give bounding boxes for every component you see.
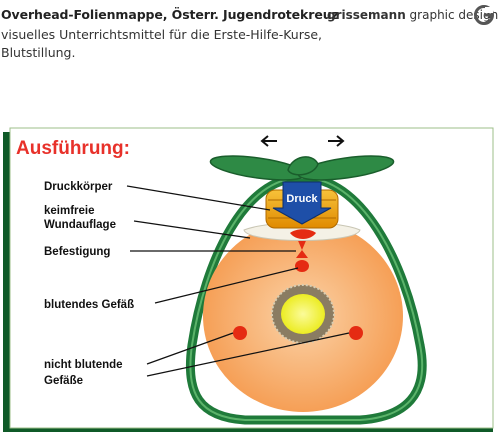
press-label: Druck xyxy=(286,193,318,205)
bone-cross-section xyxy=(271,284,335,344)
bleeding-vessel xyxy=(295,236,309,272)
label-non-bleeding-line2: Gefäße xyxy=(44,375,83,387)
non-bleeding-vessel-left xyxy=(233,326,247,340)
page-subtitle-line1: visuelles Unterrichtsmittel für die Erst… xyxy=(1,27,323,42)
label-non-bleeding-line1: nicht blutende xyxy=(44,359,123,371)
page-subtitle-line2: Blutstillung. xyxy=(1,45,76,60)
arrow-right-icon xyxy=(328,135,345,147)
non-bleeding-vessel-right xyxy=(349,326,363,340)
page-header: Overhead-Folienmappe, Österr. Jugendrote… xyxy=(0,0,500,70)
label-sterile-line1: keimfreie xyxy=(44,205,95,217)
brand-name-bold: grissemann xyxy=(327,8,406,22)
g-circle-logo-icon xyxy=(474,5,494,25)
slide-heading: Ausführung: xyxy=(16,138,130,159)
blood-on-pad xyxy=(290,229,316,239)
bandage-knot xyxy=(209,155,395,181)
leader-lines xyxy=(126,185,350,377)
arrow-left-icon xyxy=(260,135,277,147)
bandage-outline xyxy=(185,173,427,425)
page-title: Overhead-Folienmappe, Österr. Jugendrote… xyxy=(1,7,339,22)
brand-name: grissemann graphic design xyxy=(327,8,498,22)
label-pressure-body: Druckkörper xyxy=(44,181,113,193)
press-arrow-icon xyxy=(272,181,332,225)
label-bleeding-vessel: blutendes Gefäß xyxy=(44,299,134,311)
label-sterile-line2: Wundauflage xyxy=(44,219,116,231)
label-fastening: Befestigung xyxy=(44,246,110,258)
diagram-slide: Ausführung: xyxy=(3,127,494,432)
